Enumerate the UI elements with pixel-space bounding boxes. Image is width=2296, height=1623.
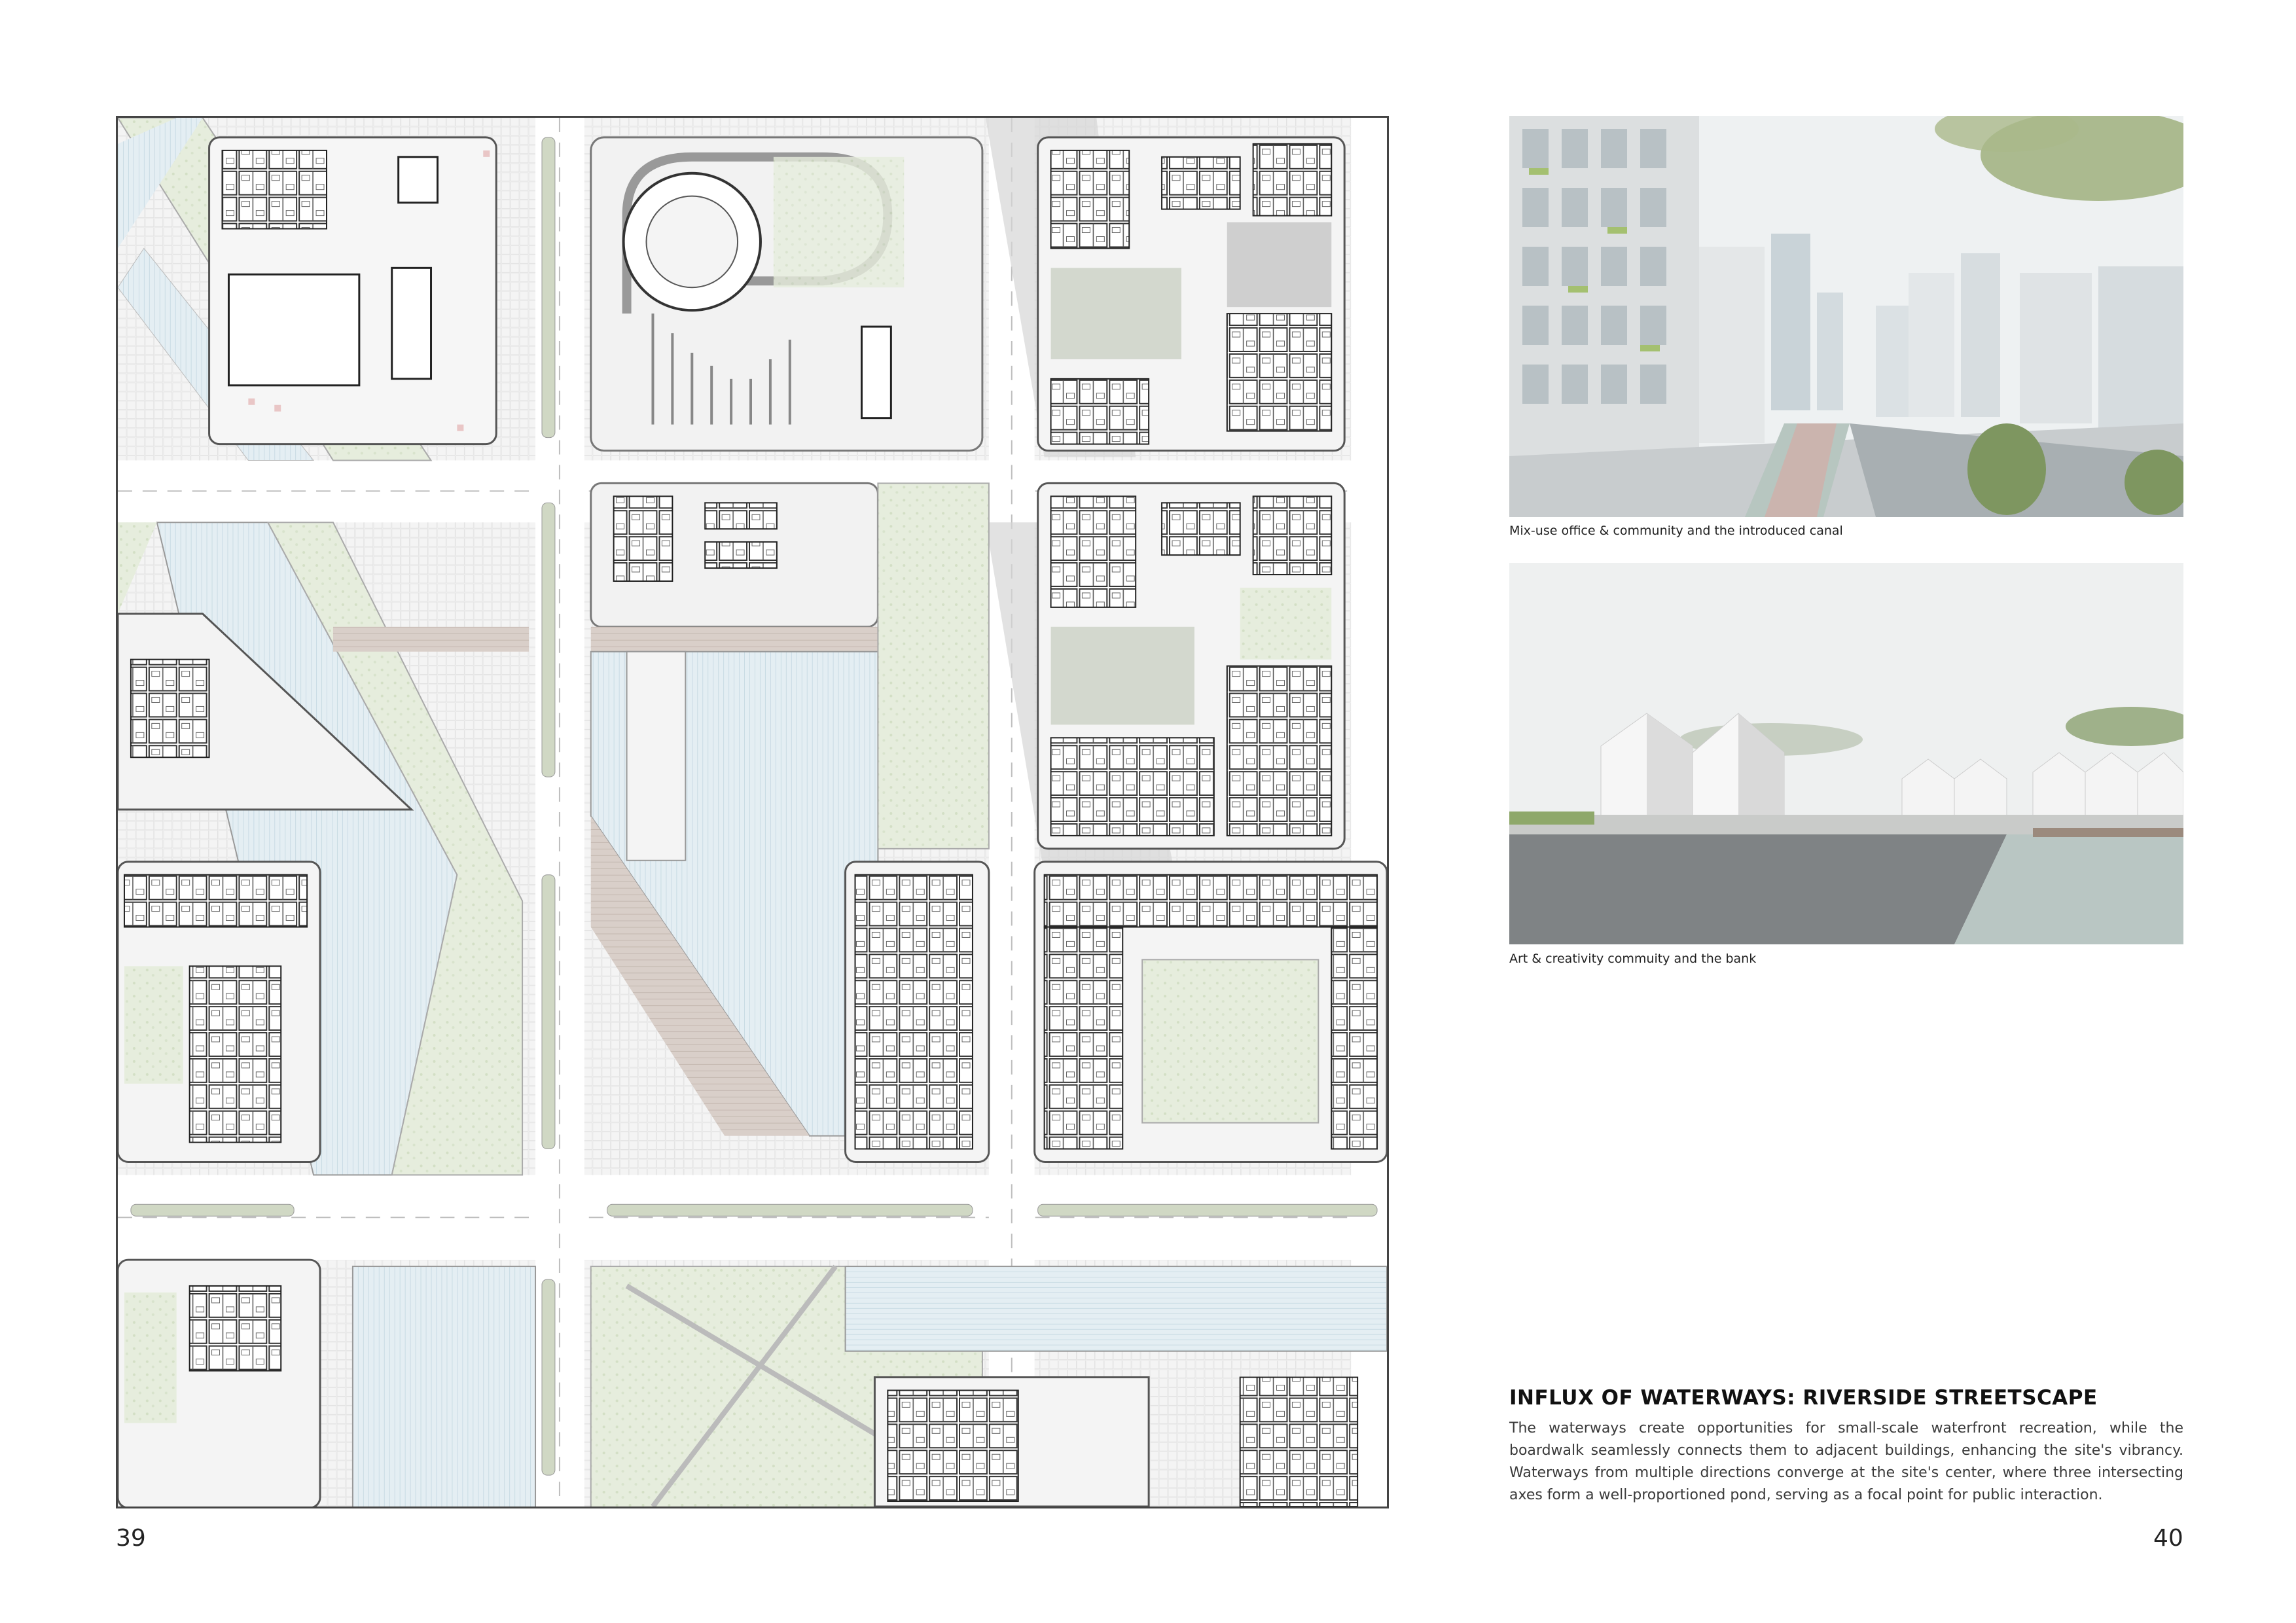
photo-art-community-bank [1509,563,2183,944]
photo1-caption: Mix-use office & community and the intro… [1509,524,1843,538]
photo-art-community-illustration [1509,563,2183,944]
page-number-right: 40 [2153,1525,2183,1552]
section-heading: INFLUX OF WATERWAYS: RIVERSIDE STREETSCA… [1509,1386,2098,1410]
page-number-left: 39 [116,1525,146,1552]
photo-mixuse-canal [1509,116,2183,517]
photo2-caption: Art & creativity commuity and the bank [1509,952,1757,966]
site-plan-drawing [116,116,1389,1508]
photo-mixuse-canal-illustration [1509,116,2183,517]
section-body: The waterways create opportunities for s… [1509,1420,2183,1503]
site-plan-svg [118,118,1387,1507]
